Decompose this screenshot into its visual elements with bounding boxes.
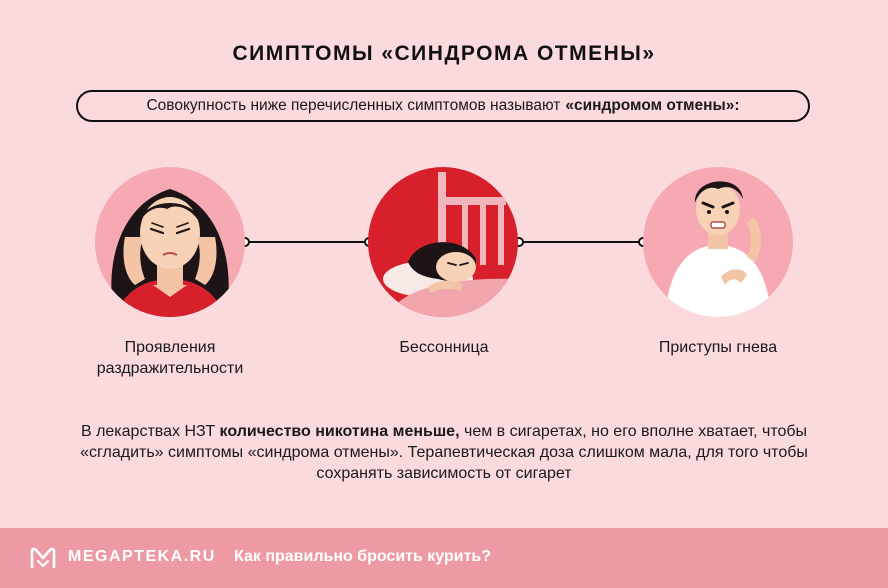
woman-insomnia-in-bed-illustration <box>368 167 518 317</box>
intro-box: Совокупность ниже перечисленных симптомо… <box>76 90 810 122</box>
note-text: В лекарствах НЗТ <box>80 423 220 440</box>
page-title: СИМПТОМЫ «СИНДРОМА ОТМЕНЫ» <box>232 42 656 65</box>
note-bold-text: количество никотина меньше, <box>219 423 460 440</box>
symptom-label-line: раздражительности <box>96 360 244 377</box>
symptom-label-anger: Приступы гнева <box>618 337 818 358</box>
symptom-label-line: Проявления <box>124 339 216 356</box>
symptom-label-irritability: Проявления раздражительности <box>80 337 260 379</box>
footer-bar: MEGAPTEKA.RU Как правильно бросить курит… <box>0 528 888 588</box>
symptom-label-line: Приступы гнева <box>658 339 778 356</box>
brand-name[interactable]: MEGAPTEKA.RU <box>68 548 216 565</box>
intro-bold-text: «синдромом отмены»: <box>565 97 740 114</box>
connector-line-2 <box>519 241 643 243</box>
symptom-label-insomnia: Бессонница <box>344 337 544 358</box>
note-paragraph: В лекарствах НЗТ количество никотина мен… <box>70 421 818 484</box>
footer-article-link[interactable]: Как правильно бросить курить? <box>234 548 492 565</box>
woman-headache-illustration <box>95 167 245 317</box>
note-text: чем в сигаретах, но его вполне хватает, … <box>80 423 808 482</box>
symptom-label-line: Бессонница <box>399 339 489 356</box>
connector-line-1 <box>245 241 369 243</box>
intro-text: Совокупность ниже перечисленных симптомо… <box>146 97 561 114</box>
angry-man-illustration <box>643 167 793 317</box>
megapteka-logo-icon <box>30 547 56 569</box>
